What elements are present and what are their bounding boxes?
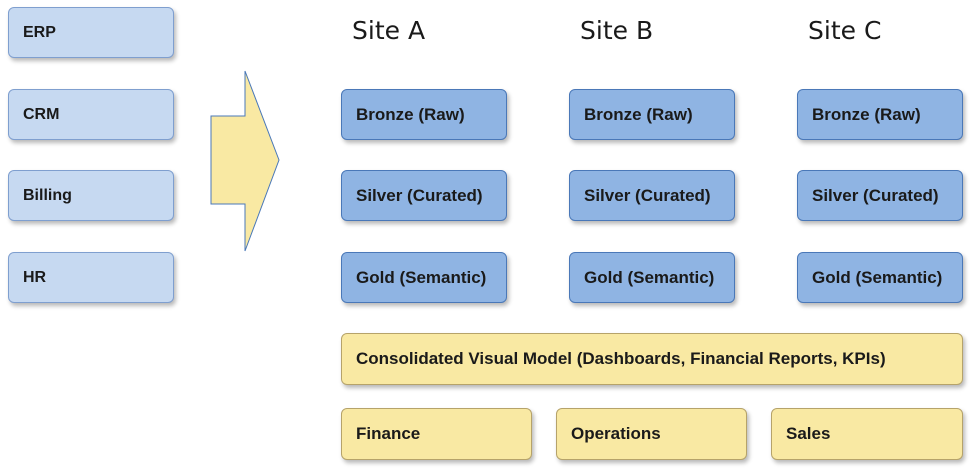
consumer-finance: Finance — [341, 408, 532, 460]
source-crm: CRM — [8, 89, 174, 140]
site-c-silver: Silver (Curated) — [797, 170, 963, 221]
site-b-bronze: Bronze (Raw) — [569, 89, 735, 140]
site-a-silver: Silver (Curated) — [341, 170, 507, 221]
site-c-gold: Gold (Semantic) — [797, 252, 963, 303]
flow-arrow-icon — [210, 70, 280, 252]
site-a-gold: Gold (Semantic) — [341, 252, 507, 303]
site-b-silver: Silver (Curated) — [569, 170, 735, 221]
site-a-title: Site A — [352, 16, 426, 45]
consolidated-model: Consolidated Visual Model (Dashboards, F… — [341, 333, 963, 385]
consumer-sales: Sales — [771, 408, 963, 460]
source-erp: ERP — [8, 7, 174, 58]
site-b-title: Site B — [580, 16, 654, 45]
source-billing: Billing — [8, 170, 174, 221]
consumer-operations: Operations — [556, 408, 747, 460]
source-hr: HR — [8, 252, 174, 303]
site-c-title: Site C — [808, 16, 882, 45]
site-a-bronze: Bronze (Raw) — [341, 89, 507, 140]
site-c-bronze: Bronze (Raw) — [797, 89, 963, 140]
site-b-gold: Gold (Semantic) — [569, 252, 735, 303]
